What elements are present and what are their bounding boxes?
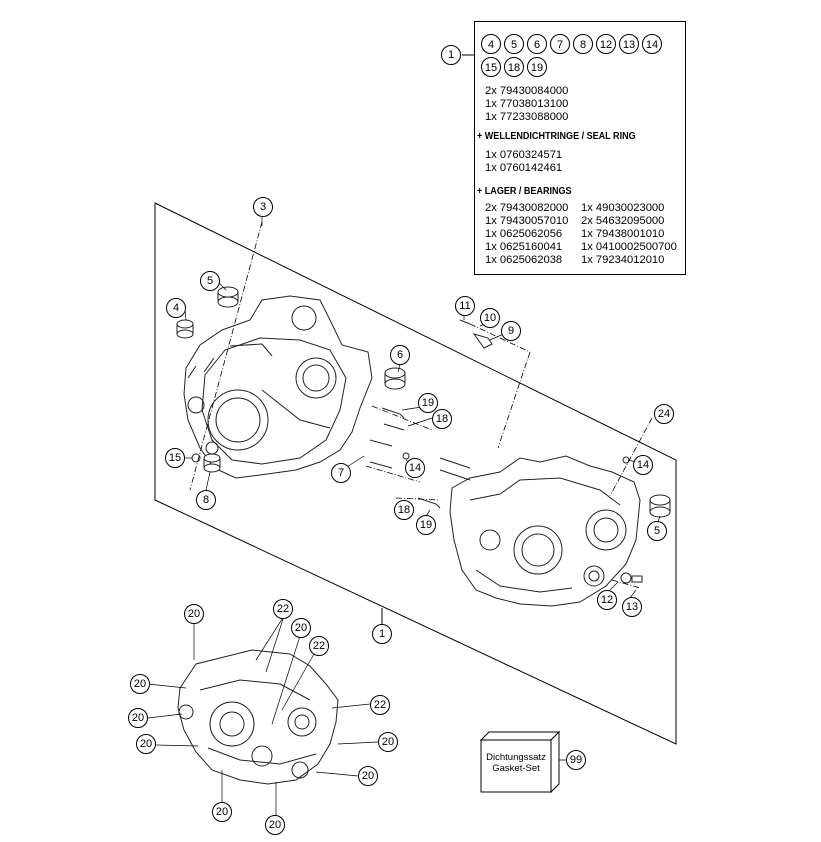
right-crankcase-half [449, 455, 641, 607]
bushing-5-left [217, 286, 239, 308]
callout-part: 20 [130, 674, 150, 694]
bearing-part-line: 2x 79430082000 [485, 202, 569, 214]
part-ref-chip: 8 [573, 34, 593, 54]
bearings-heading: + LAGER / BEARINGS [477, 185, 572, 197]
callout-part: 20 [265, 815, 285, 835]
gasket-label-de: Dichtungssatz [486, 752, 546, 763]
part-ref-chip: 15 [481, 57, 501, 77]
studs-14 [439, 457, 471, 481]
bearing-part-line: 1x 79438001010 [581, 228, 665, 240]
part-ref-chip: 19 [527, 57, 547, 77]
callout-part: 20 [358, 766, 378, 786]
bearing-part-line: 1x 0410002500700 [581, 241, 677, 253]
bearing-part-line: 1x 79234012010 [581, 254, 665, 266]
part-ref-chip: 5 [504, 34, 524, 54]
part-ref-chip: 12 [596, 34, 616, 54]
seal-part-line: 1x 0760142461 [485, 162, 563, 174]
callout-part: 5 [647, 521, 667, 541]
bearing-part-line: 2x 54632095000 [581, 215, 665, 227]
stud-18-19-a [381, 407, 405, 431]
callout-part: 13 [622, 597, 642, 617]
ring-14-left [402, 452, 410, 460]
callout-part: 20 [136, 734, 156, 754]
bushing-6 [384, 367, 406, 390]
seal-ring-heading: + WELLENDICHTRINGE / SEAL RING [477, 130, 636, 142]
seal-part-line: 1x 0760324571 [485, 149, 563, 161]
callout-part: 20 [128, 708, 148, 728]
callout-part: 18 [432, 409, 452, 429]
callout-info-box-ref: 1 [441, 45, 461, 65]
callout-part: 22 [370, 695, 390, 715]
included-part-refs: 4 5 6 7 8 12 13 14 15 18 19 [481, 34, 681, 77]
main-part-line: 1x 77038013100 [485, 98, 569, 110]
callout-part: 22 [309, 636, 329, 656]
main-part-line: 1x 77233088000 [485, 111, 569, 123]
callout-part: 14 [633, 455, 653, 475]
callout-part: 3 [253, 197, 273, 217]
seal-4 [176, 319, 194, 339]
callout-part: 20 [378, 732, 398, 752]
callout-part: 24 [654, 404, 674, 424]
callout-part: 7 [331, 463, 351, 483]
callout-part: 5 [200, 271, 220, 291]
callout-part: 20 [291, 618, 311, 638]
callout-part: 14 [405, 458, 425, 478]
main-part-line: 2x 79430084000 [485, 85, 569, 97]
part-ref-chip: 14 [642, 34, 662, 54]
bushing-8 [203, 453, 221, 473]
callout-part: 1 [372, 624, 392, 644]
part-ref-chip: 7 [550, 34, 570, 54]
callout-part: 8 [196, 490, 216, 510]
callout-part: 11 [455, 296, 475, 316]
callout-part: 10 [480, 308, 500, 328]
callout-part: 20 [184, 604, 204, 624]
callout-gasket-set: 99 [566, 750, 586, 770]
assembly-frame [154, 202, 677, 745]
left-crankcase-half [183, 295, 373, 479]
callout-part: 9 [501, 321, 521, 341]
assembled-crankcase [177, 649, 339, 785]
stud-18-19-b [417, 497, 441, 509]
callout-part: 20 [212, 802, 232, 822]
callout-part: 6 [390, 345, 410, 365]
part-ref-chip: 6 [527, 34, 547, 54]
gasket-set-box [479, 730, 561, 794]
part-ref-chip: 13 [619, 34, 639, 54]
bracket-9-10-11 [459, 319, 493, 349]
callout-part: 19 [416, 515, 436, 535]
bearing-part-line: 1x 0625160041 [485, 241, 563, 253]
callout-part: 22 [273, 599, 293, 619]
bearing-part-line: 1x 0625062038 [485, 254, 563, 266]
bearing-part-line: 1x 79430057010 [485, 215, 569, 227]
callout-part: 19 [418, 393, 438, 413]
callout-part: 12 [597, 590, 617, 610]
parts-info-box: 4 5 6 7 8 12 13 14 15 18 19 2x 794300840… [474, 21, 686, 275]
callout-part: 15 [165, 448, 185, 468]
callout-part: 4 [166, 298, 186, 318]
callout-part: 18 [394, 500, 414, 520]
bearing-part-line: 1x 49030023000 [581, 202, 665, 214]
bushing-5-right [649, 494, 671, 518]
gasket-label-en: Gasket-Set [492, 763, 540, 774]
part-ref-chip: 18 [504, 57, 524, 77]
part-ref-chip: 4 [481, 34, 501, 54]
plug-12-13 [620, 572, 643, 584]
dowel-7 [369, 439, 393, 469]
bearing-part-line: 1x 0625062056 [485, 228, 563, 240]
gasket-set-label: Dichtungssatz Gasket-Set [482, 752, 550, 774]
